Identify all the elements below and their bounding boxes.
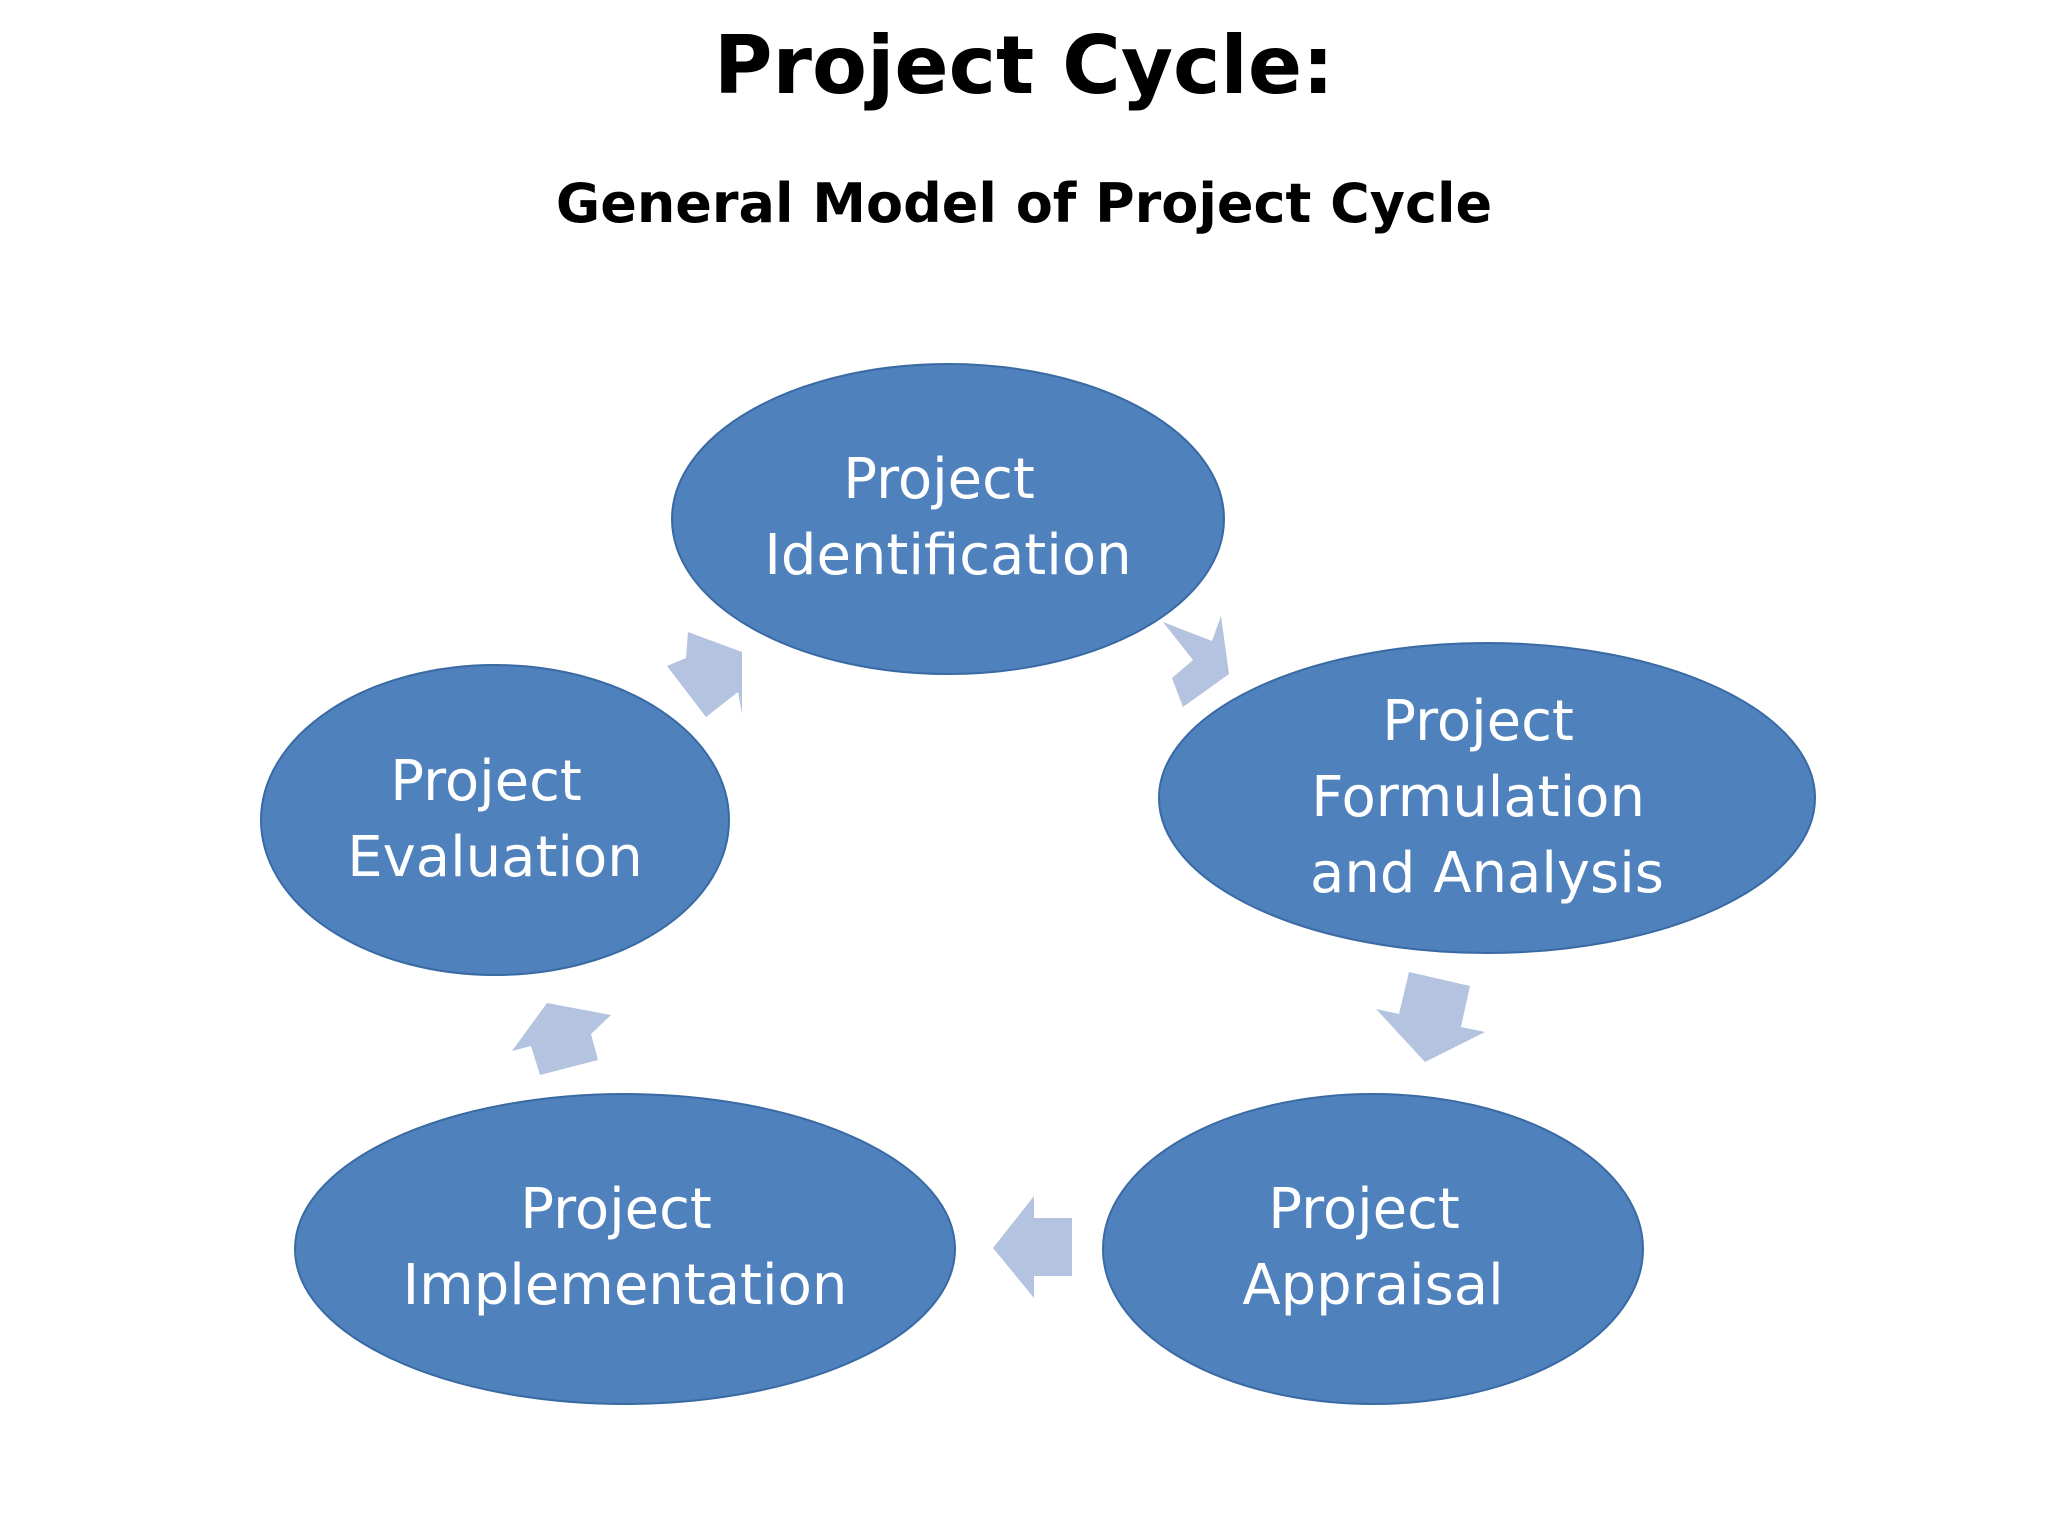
diagram-title: Project Cycle: [713, 19, 1335, 112]
node-implementation-shape [294, 1093, 956, 1405]
node-evaluation-shape [260, 664, 730, 976]
cycle-arrows [512, 616, 1485, 1298]
arrow-identification-to-formulation [1163, 616, 1229, 707]
node-implementation-line-1: Project [520, 1177, 712, 1242]
node-identification-line-2: Identification [764, 523, 1131, 588]
node-appraisal-line-2: Appraisal [1242, 1253, 1503, 1318]
node-identification: Project Identification [671, 363, 1225, 675]
node-implementation: Project Implementation [294, 1093, 956, 1405]
node-appraisal-shape [1102, 1093, 1644, 1405]
node-formulation-line-3: and Analysis [1310, 841, 1664, 906]
arrow-evaluation-to-identification [667, 632, 742, 717]
node-appraisal: Project Appraisal [1102, 1093, 1644, 1405]
arrow-formulation-to-appraisal [1376, 972, 1485, 1062]
node-evaluation-line-1: Project [390, 749, 582, 814]
node-identification-line-1: Project [843, 447, 1035, 512]
node-formulation: Project Formulation and Analysis [1158, 642, 1816, 954]
arrow-appraisal-to-implementation [993, 1196, 1072, 1298]
node-implementation-line-2: Implementation [403, 1253, 848, 1318]
node-evaluation-line-2: Evaluation [347, 825, 642, 890]
node-evaluation-label: Project Evaluation [347, 749, 642, 890]
node-evaluation: Project Evaluation [260, 664, 730, 976]
node-implementation-label: Project Implementation [403, 1177, 848, 1318]
node-identification-shape [671, 363, 1225, 675]
node-formulation-label: Project Formulation and Analysis [1310, 689, 1664, 906]
node-formulation-shape [1158, 642, 1816, 954]
arrow-implementation-to-evaluation [512, 1003, 611, 1075]
node-appraisal-line-1: Project [1268, 1177, 1460, 1242]
node-formulation-line-2: Formulation [1311, 765, 1645, 830]
diagram-subtitle: General Model of Project Cycle [555, 172, 1493, 235]
node-identification-label: Project Identification [764, 447, 1131, 588]
node-formulation-line-1: Project [1382, 689, 1574, 754]
node-appraisal-label: Project Appraisal [1242, 1177, 1503, 1318]
